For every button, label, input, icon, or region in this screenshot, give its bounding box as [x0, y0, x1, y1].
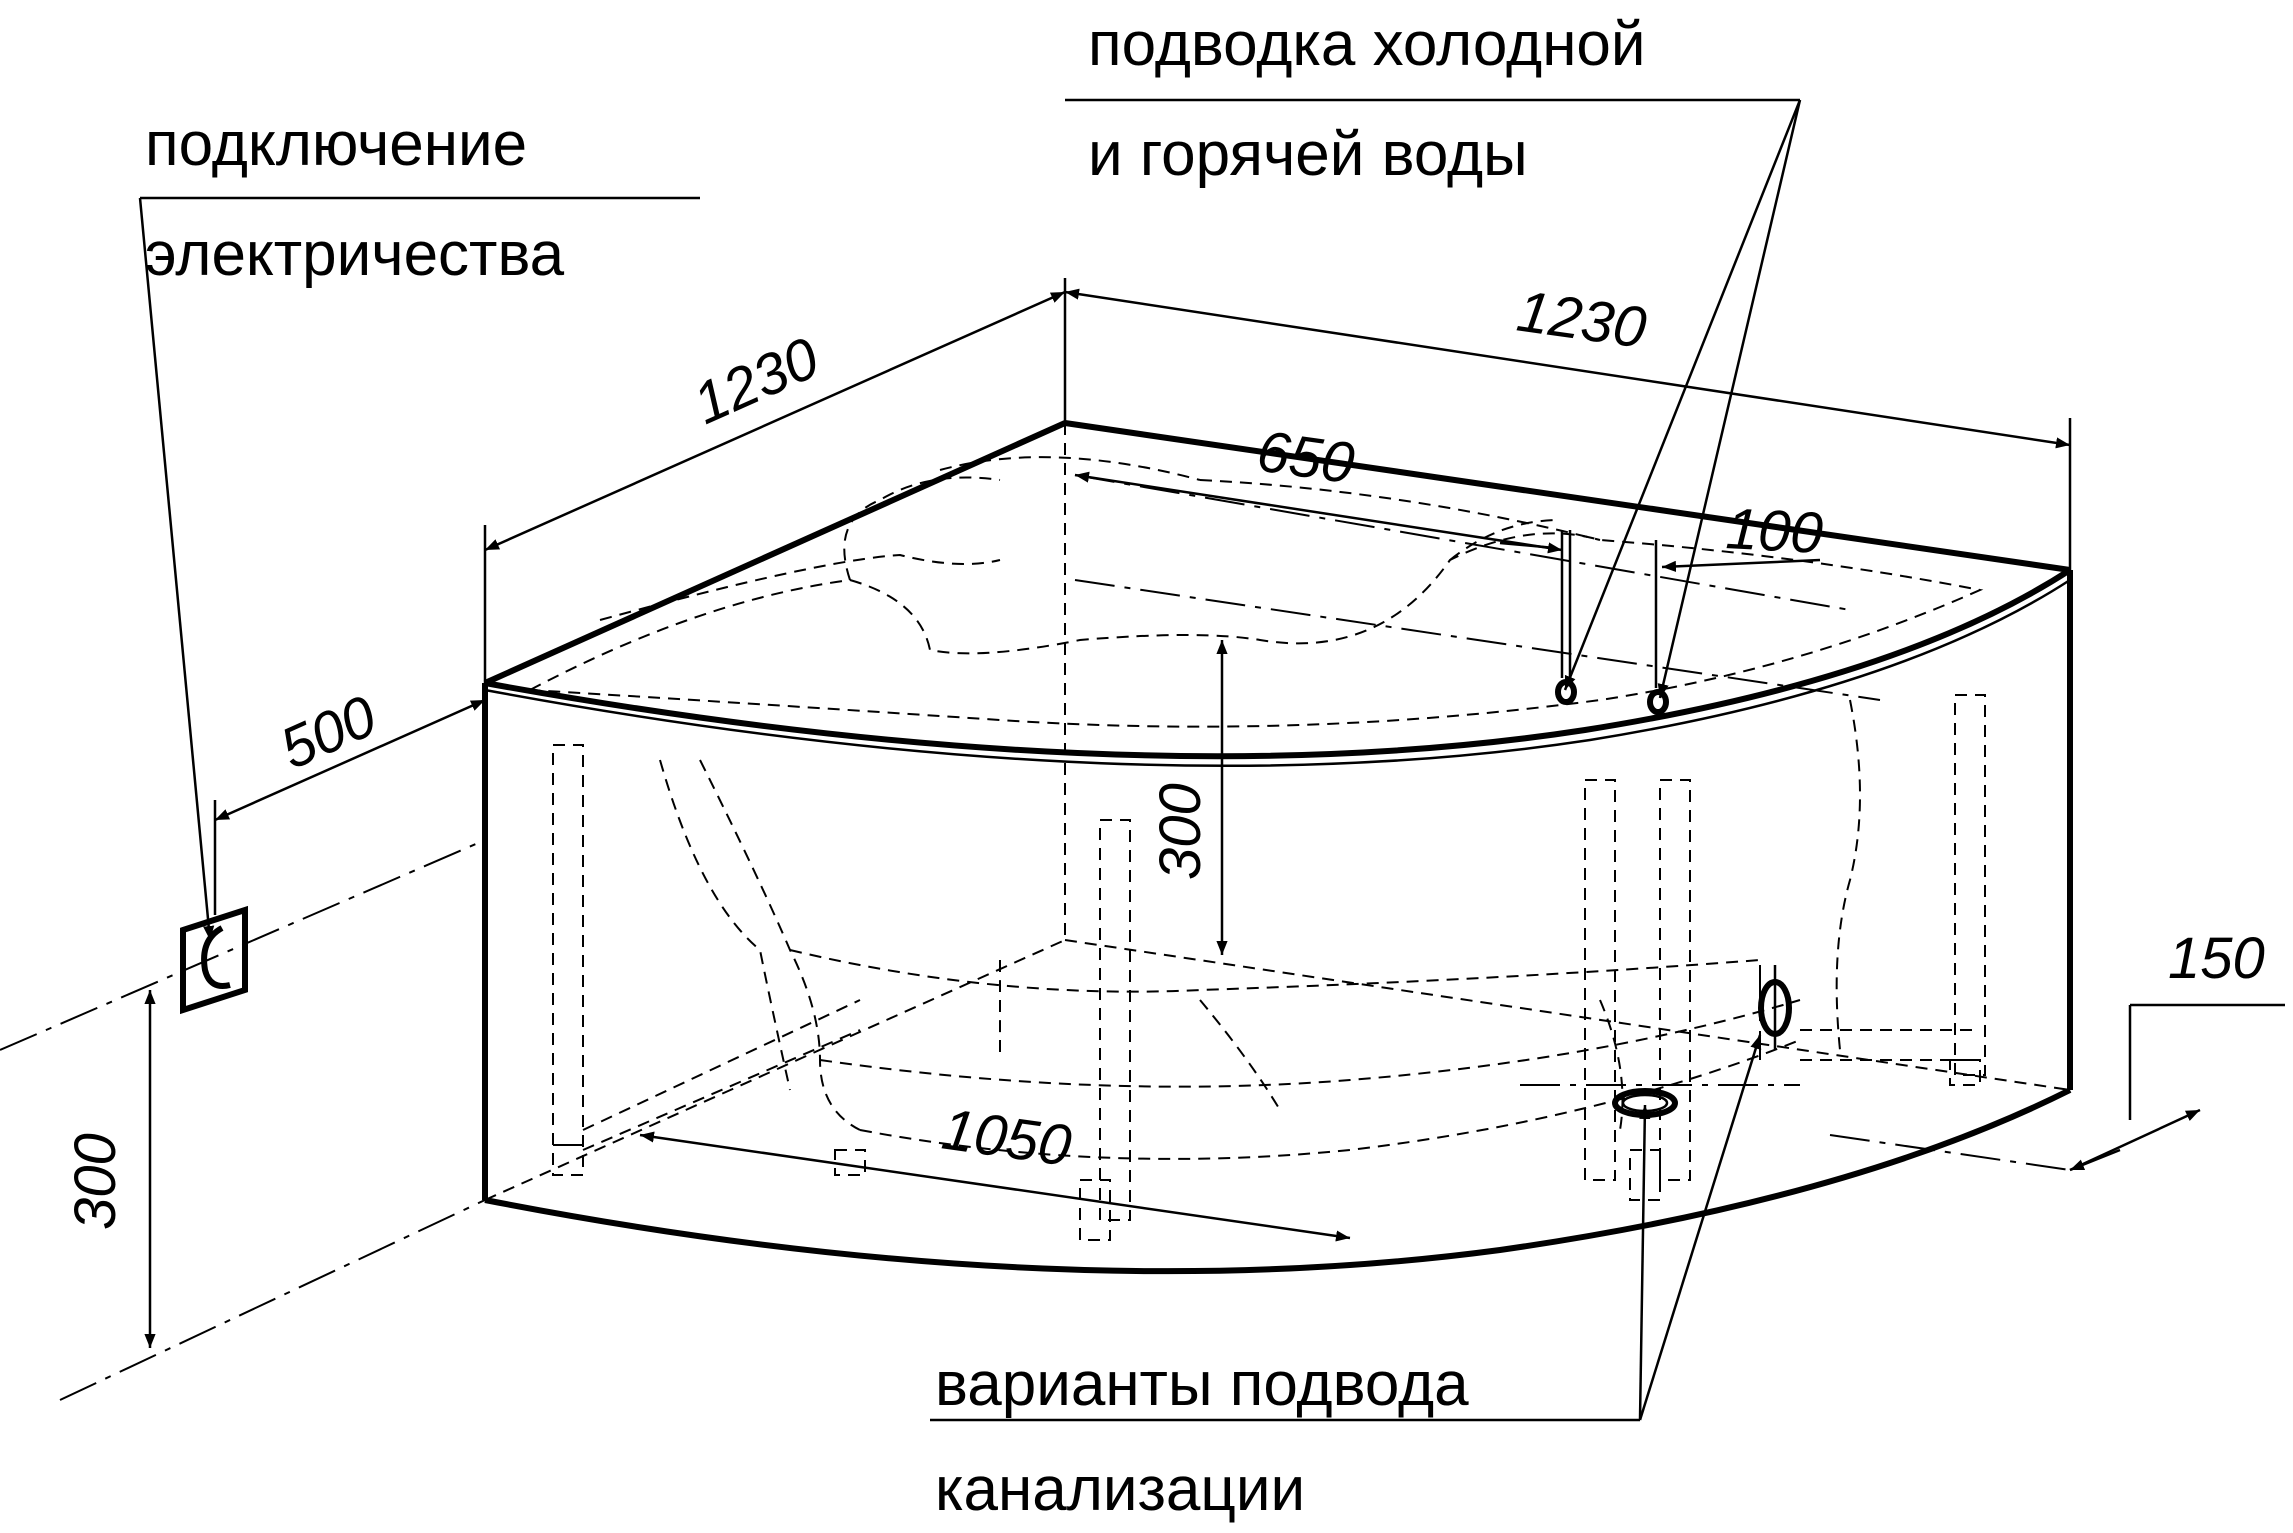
dim-1050: 1050 [938, 1097, 1075, 1179]
electric-socket-icon [180, 905, 248, 1015]
center-lines [0, 474, 2071, 1401]
water-label-line1: подводка холодной [1088, 10, 1646, 79]
electricity-label-line1: подключение [145, 110, 527, 179]
water-label-line2: и горячей воды [1088, 120, 1528, 189]
hot-water-outlet-icon [1647, 689, 1669, 715]
dim-1230-right: 1230 [1513, 279, 1650, 361]
drain-bottom-icon [1612, 1088, 1678, 1118]
dim-300-left: 300 [63, 1133, 128, 1230]
support-legs [552, 694, 1986, 1241]
dim-650: 650 [1253, 419, 1358, 497]
electricity-label-line2: электричества [145, 220, 565, 289]
label-underlines [140, 98, 1800, 1422]
dimension-lines [144, 278, 2285, 1348]
cold-water-outlet-icon [1555, 679, 1577, 705]
drain-label-line1: варианты подвода [935, 1350, 1469, 1419]
dim-300-center: 300 [1148, 783, 1213, 880]
dim-150: 150 [2168, 926, 2265, 991]
tub-body [482, 420, 2073, 1275]
dim-1230-left: 1230 [684, 325, 828, 437]
dim-500: 500 [271, 683, 386, 782]
drain-label-line2: канализации [935, 1455, 1305, 1524]
dim-100: 100 [1724, 496, 1824, 566]
water-supply-outlets [1555, 530, 1669, 715]
drain-outlets [1612, 965, 1792, 1118]
